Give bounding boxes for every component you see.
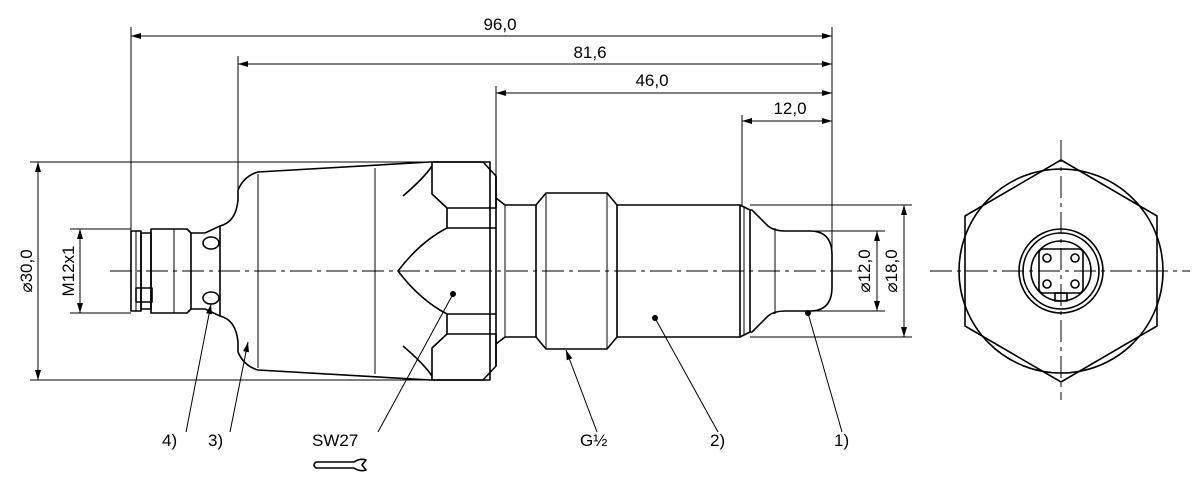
locking-notch <box>202 236 220 250</box>
dim-tip-length: 12,0 <box>773 99 806 118</box>
connector-pin <box>1042 279 1052 289</box>
dimensions: 96,0 81,6 46,0 12,0 ⌀30,0 M12x1 ⌀12,0 ⌀1… <box>17 15 912 381</box>
dim-body-length: 81,6 <box>573 43 606 62</box>
dim-overall-length: 96,0 <box>483 15 516 34</box>
connector-pin <box>1070 253 1080 263</box>
housing <box>219 161 491 381</box>
wrench-icon <box>313 458 367 472</box>
callout-wrench-size: SW27 <box>312 431 358 450</box>
dim-connector-thread: M12x1 <box>59 245 78 296</box>
callout-process-thread: G½ <box>580 431 607 450</box>
locking-notch <box>202 291 220 305</box>
m12-connector <box>130 225 221 317</box>
probe-tip <box>750 209 833 333</box>
callout-three: 3) <box>208 431 223 450</box>
side-view <box>110 161 860 381</box>
connector-pin <box>1070 279 1080 289</box>
callout-two: 2) <box>710 431 725 450</box>
front-view <box>930 140 1190 400</box>
callouts: 4) 3) SW27 G½ 2) 1) <box>162 293 849 472</box>
callout-four: 4) <box>162 431 177 450</box>
hex-outline <box>964 159 1158 383</box>
dim-process-length: 46,0 <box>635 71 668 90</box>
callout-one: 1) <box>834 431 849 450</box>
dim-body-diameter: ⌀30,0 <box>17 249 36 292</box>
connector-pin <box>1042 253 1052 263</box>
dim-probe-diameter: ⌀12,0 <box>855 249 874 292</box>
dim-sealing-diameter: ⌀18,0 <box>882 249 901 292</box>
